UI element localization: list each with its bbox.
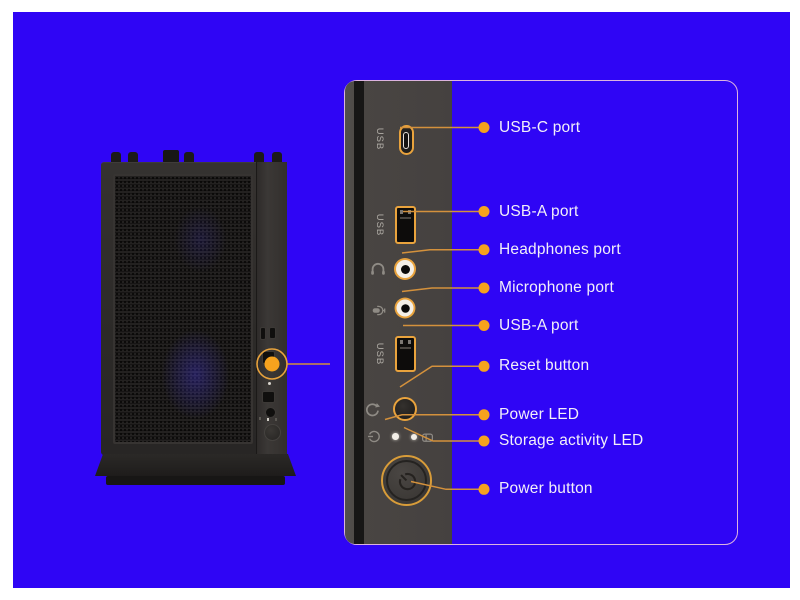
microphone-icon	[372, 305, 386, 316]
usb-tongue	[400, 347, 411, 349]
io-panel-strip: USB USB USB	[345, 81, 452, 544]
mini-microphone-jack	[265, 379, 273, 387]
power-button-ring	[386, 460, 427, 501]
callout-label-headphones-port: Headphones port	[499, 240, 621, 258]
tower-skirt	[95, 454, 296, 476]
callout-label-usb-a-port-bottom: USB-A port	[499, 316, 579, 334]
tower-base	[106, 476, 285, 485]
tower-rgb-glow	[163, 192, 238, 287]
usb-a-port-top	[395, 206, 416, 244]
power-led	[392, 433, 399, 440]
usb-marking-label: USB	[374, 342, 385, 366]
headphones-jack	[394, 258, 416, 280]
thumbscrew-knob	[128, 152, 138, 163]
mini-slot	[269, 327, 276, 339]
usb-pins	[400, 340, 403, 344]
callout-label-reset-button: Reset button	[499, 357, 590, 375]
usb-tongue	[400, 217, 411, 219]
reset-icon	[366, 403, 380, 417]
jack-hole	[400, 303, 410, 313]
mini-usb-c-port	[260, 327, 266, 340]
usb-c-receptacle	[403, 131, 409, 149]
jack-hole	[400, 264, 410, 274]
jack-ring	[396, 260, 414, 278]
usb-c-port	[398, 125, 414, 155]
callout-label-power-led: Power LED	[499, 405, 580, 423]
headphones-icon	[371, 262, 385, 275]
thumbscrew-knob	[184, 152, 194, 163]
pc-tower-illustration	[93, 147, 298, 492]
microphone-jack	[394, 297, 416, 319]
power-icon	[367, 430, 380, 442]
tower-mesh-front	[113, 174, 253, 444]
mini-usb-a-port	[262, 391, 275, 403]
blue-canvas: USB USB USB	[13, 12, 790, 588]
usb-pins	[400, 210, 403, 214]
mini-led	[275, 418, 277, 421]
tower-io-column	[256, 162, 287, 454]
usb-a-port-bottom	[395, 336, 416, 372]
thumbscrew-knob	[272, 152, 282, 163]
storage-icon	[422, 432, 433, 442]
io-panel-outline: USB USB USB	[344, 80, 738, 545]
callout-label-power-button: Power button	[499, 480, 593, 498]
callout-label-usb-a-port-top: USB-A port	[499, 202, 579, 220]
mini-power-button	[263, 423, 281, 441]
mini-reset-button	[265, 406, 276, 418]
mini-led	[267, 418, 269, 421]
usb-marking-label: USB	[374, 213, 385, 236]
power-button	[381, 455, 432, 506]
jack-ring	[396, 299, 414, 317]
mini-headphones-jack	[265, 363, 273, 371]
tower-rgb-glow	[148, 312, 243, 437]
callout-label-storage-activity-led: Storage activity LED	[499, 432, 644, 449]
thumbscrew-knob	[254, 152, 264, 163]
mini-led	[259, 417, 261, 420]
mini-usb-a-port	[262, 351, 275, 364]
storage-led	[410, 433, 418, 441]
usb-marking-label: USB	[374, 127, 385, 151]
thumbscrew-knob	[111, 152, 121, 163]
reset-button	[393, 396, 417, 421]
top-latch	[163, 150, 179, 163]
callout-label-usb-c-port: USB-C port	[499, 118, 581, 136]
callout-label-microphone-port: Microphone port	[499, 279, 615, 296]
